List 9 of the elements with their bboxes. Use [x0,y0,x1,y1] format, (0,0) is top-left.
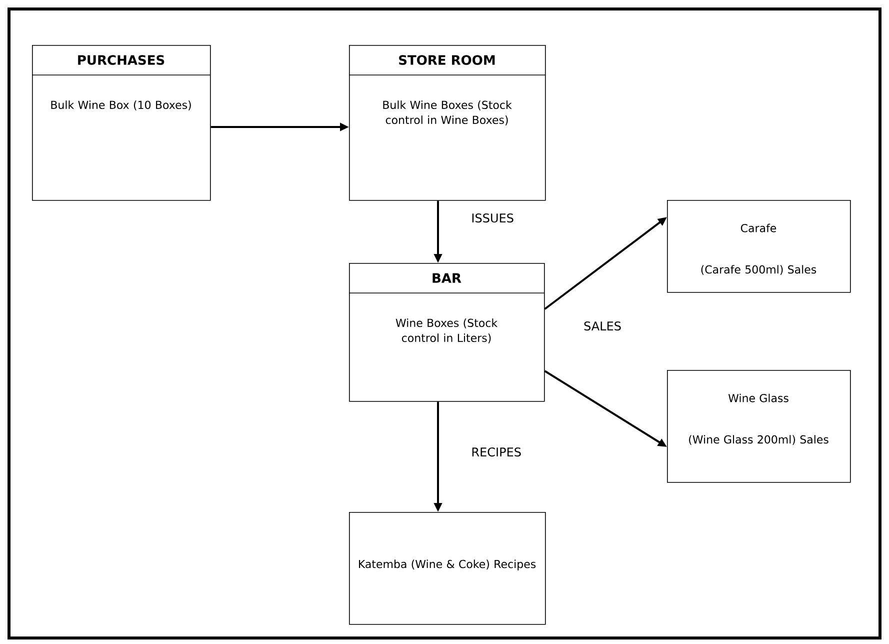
process-box: PURCHASES Bulk Wine Box (10 Boxes) [32,45,211,201]
process-box: Katemba (Wine & Coke) Recipes [349,512,546,625]
process-box: Wine Glass (Wine Glass 200ml) Sales [667,370,851,483]
process-box: STORE ROOM Bulk Wine Boxes (Stock control in Wine Boxes) [348,45,546,201]
edge-label: ISSUES [470,212,515,224]
process-box: BAR Wine Boxes (Stock control in Liters) [348,263,545,402]
flow-label: SALES [584,321,621,331]
process-box: Carafe (Carafe 500ml) Sales [667,200,851,293]
edge-label: RECIPES [470,446,522,458]
